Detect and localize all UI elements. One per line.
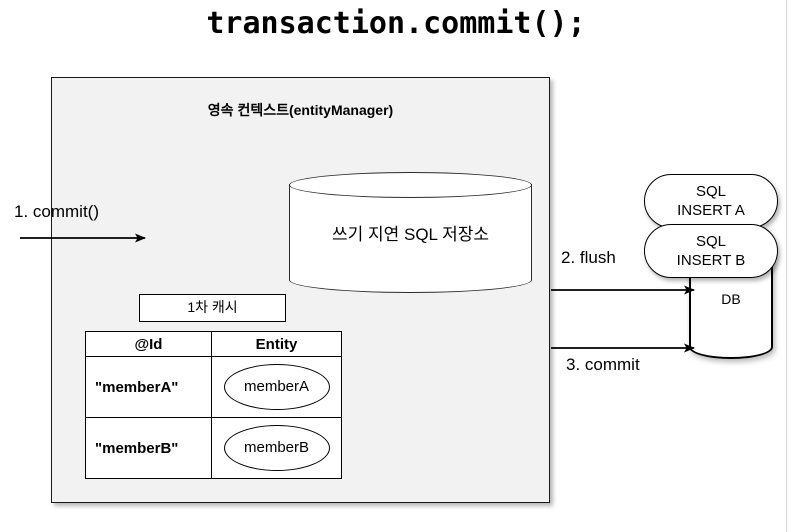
cell-entity: memberA — [211, 356, 342, 418]
persistence-context-heading: 영속 컨텍스트(entityManager) — [207, 102, 394, 118]
label-step-1-commit: 1. commit() — [14, 202, 99, 221]
sql-statement-line: INSERT B — [676, 252, 746, 269]
entity-ellipse: memberB — [223, 425, 330, 471]
page-edge-rule — [786, 0, 787, 532]
cylinder-top-ellipse — [289, 172, 532, 198]
sql-keyword-line: SQL — [695, 233, 726, 250]
label-step-3-commit: 3. commit — [566, 355, 640, 374]
table-row: "memberA" memberA — [85, 356, 342, 418]
page-title: transaction.commit(); — [206, 6, 586, 41]
cylinder-body — [289, 184, 532, 280]
sql-insert-b-box: SQL INSERT B — [644, 224, 778, 278]
entity-ellipse: memberA — [223, 364, 330, 410]
table-header-row: @Id Entity — [85, 331, 342, 357]
sql-store-cylinder: 쓰기 지연 SQL 저장소 — [289, 172, 532, 293]
database-label: DB — [721, 291, 741, 307]
table-row: "memberB" memberB — [85, 417, 342, 479]
cell-id: "memberB" — [85, 417, 212, 479]
sql-insert-a-box: SQL INSERT A — [644, 174, 778, 228]
label-step-2-flush: 2. flush — [561, 248, 616, 267]
column-header-id: @Id — [85, 331, 212, 357]
sql-keyword-line: SQL — [695, 183, 726, 200]
cell-entity: memberB — [211, 417, 342, 479]
sql-store-label: 쓰기 지연 SQL 저장소 — [331, 225, 490, 244]
column-header-entity: Entity — [211, 331, 342, 357]
first-level-cache-table: @Id Entity "memberA" memberA "memberB" m… — [85, 331, 342, 479]
cell-id: "memberA" — [85, 356, 212, 418]
sql-statement-line: INSERT A — [677, 202, 745, 219]
first-level-cache-tab: 1차 캐시 — [139, 294, 286, 322]
